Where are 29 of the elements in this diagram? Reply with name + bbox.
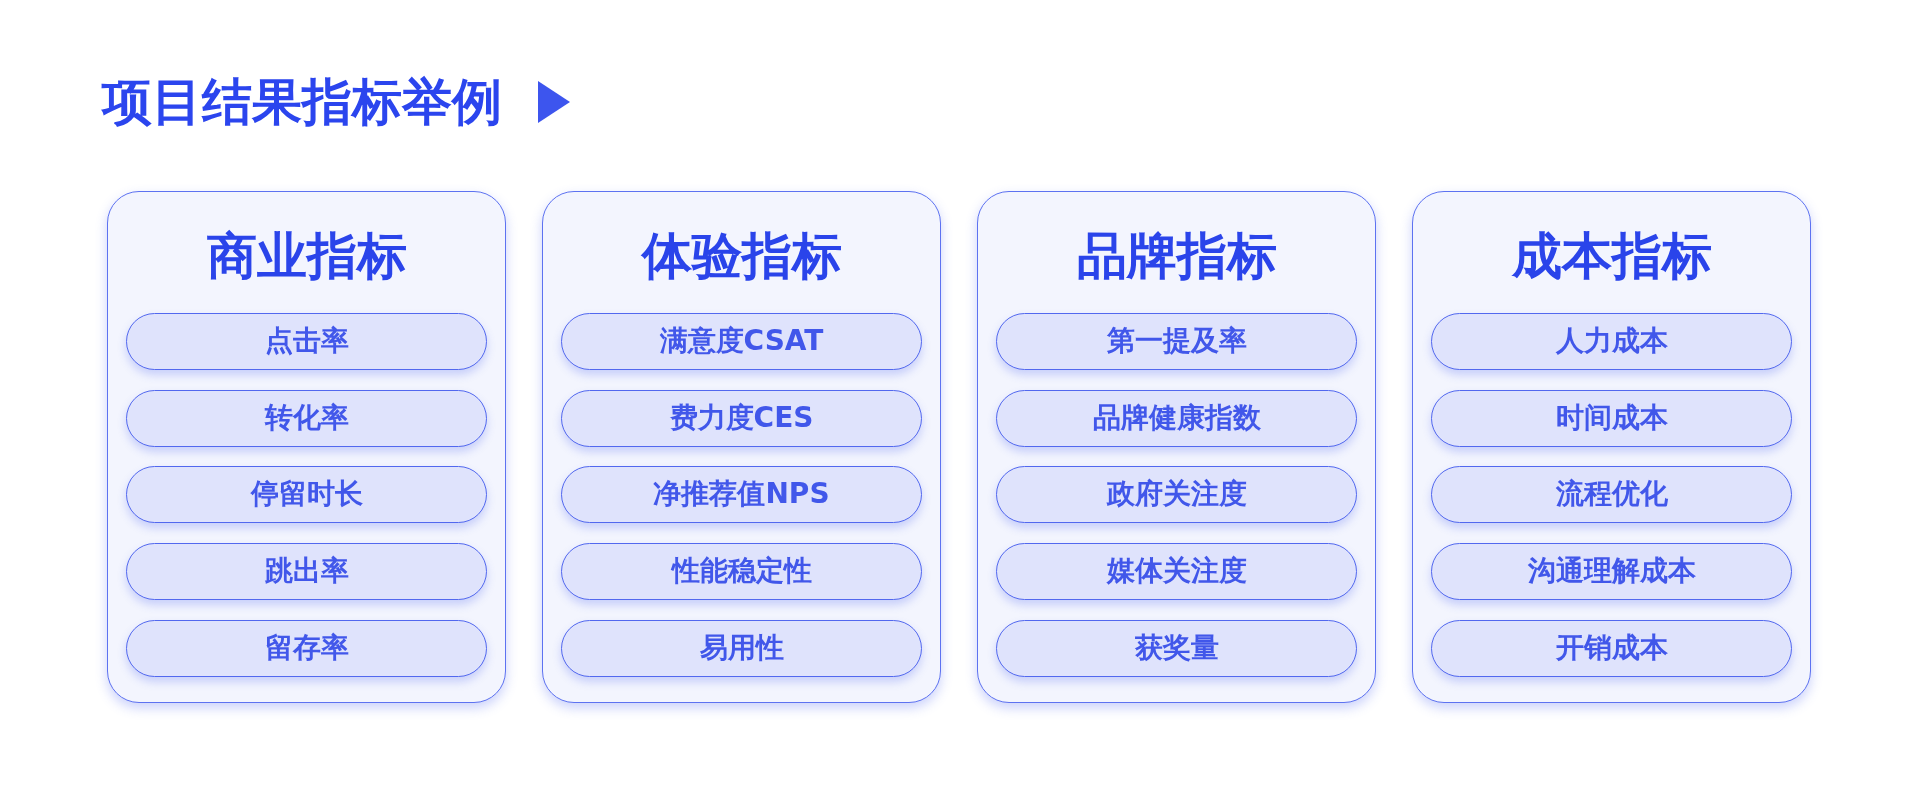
metric-pill: 品牌健康指数 [996,390,1357,447]
metric-pill: 易用性 [561,620,922,677]
metric-pill: 性能稳定性 [561,543,922,600]
category-card [107,191,506,703]
metric-pill: 政府关注度 [996,466,1357,523]
metric-pill: 人力成本 [1431,313,1792,370]
card-heading: 成本指标 [1511,226,1712,286]
category-card [1412,191,1811,703]
metric-pill: 留存率 [126,620,487,677]
metric-pill: 时间成本 [1431,390,1792,447]
metric-pill: 费力度CES [561,390,922,447]
metric-pill: 跳出率 [126,543,487,600]
card-heading: 商业指标 [206,226,407,286]
category-card [542,191,941,703]
metric-pill: 净推荐值NPS [561,466,922,523]
category-card [977,191,1376,703]
page-title: 项目结果指标举例 [102,72,502,132]
metric-pill: 停留时长 [126,466,487,523]
metric-pill: 转化率 [126,390,487,447]
metric-pill: 沟通理解成本 [1431,543,1792,600]
metric-pill: 获奖量 [996,620,1357,677]
metric-pill: 第一提及率 [996,313,1357,370]
metric-pill: 点击率 [126,313,487,370]
metric-pill: 媒体关注度 [996,543,1357,600]
card-heading: 品牌指标 [1076,226,1277,286]
metric-pill: 满意度CSAT [561,313,922,370]
metric-pill: 开销成本 [1431,620,1792,677]
metric-pill: 流程优化 [1431,466,1792,523]
card-heading: 体验指标 [641,226,842,286]
